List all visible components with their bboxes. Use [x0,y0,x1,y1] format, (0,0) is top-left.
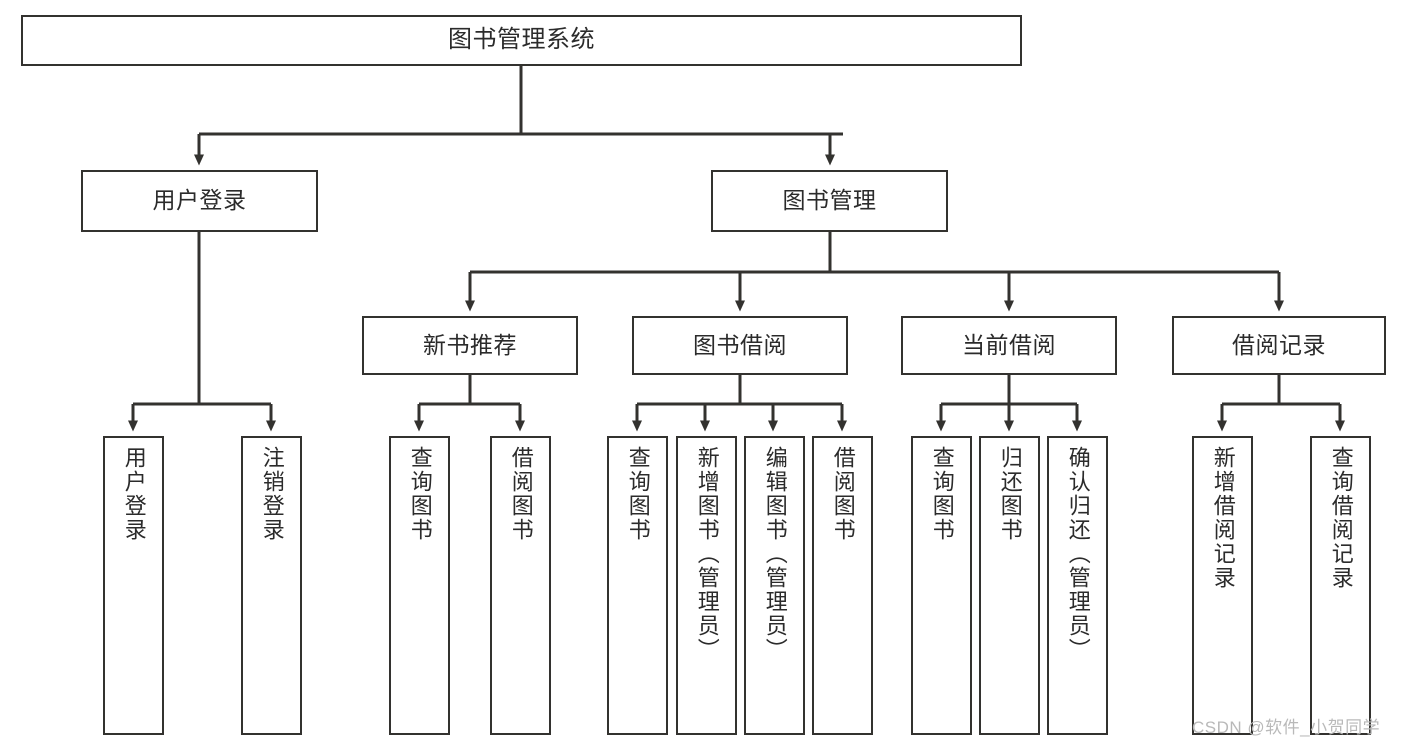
node-leaf-query-borrow-record[interactable]: 查询借阅记录 [1310,436,1371,735]
node-leaf-query-book-rec[interactable]: 查询图书 [389,436,450,735]
node-root-book-management-system[interactable]: 图书管理系统 [21,15,1022,66]
node-label: 借阅图书 [508,446,534,542]
node-label: 新书推荐 [423,331,517,358]
node-label: 编辑图书（管理员） [762,446,788,662]
node-label: 查询图书 [625,446,651,542]
node-borrowing-record[interactable]: 借阅记录 [1172,316,1386,375]
node-leaf-return-book[interactable]: 归还图书 [979,436,1040,735]
node-book-borrowing[interactable]: 图书借阅 [632,316,848,375]
node-leaf-borrow-book-rec[interactable]: 借阅图书 [490,436,551,735]
node-label: 查询图书 [929,446,955,542]
node-label: 归还图书 [997,446,1023,542]
node-leaf-confirm-return-admin[interactable]: 确认归还（管理员） [1047,436,1108,735]
node-leaf-query-book-borrow[interactable]: 查询图书 [607,436,668,735]
node-label: 注销登录 [259,446,285,542]
node-leaf-query-book-current[interactable]: 查询图书 [911,436,972,735]
node-label: 图书借阅 [693,331,787,358]
node-new-book-recommendation[interactable]: 新书推荐 [362,316,578,375]
node-label: 查询图书 [407,446,433,542]
node-label: 确认归还（管理员） [1065,446,1091,662]
node-label: 用户登录 [121,446,147,542]
node-leaf-logout[interactable]: 注销登录 [241,436,302,735]
node-leaf-add-borrow-record[interactable]: 新增借阅记录 [1192,436,1253,735]
node-leaf-borrow-book[interactable]: 借阅图书 [812,436,873,735]
node-book-management[interactable]: 图书管理 [711,170,948,232]
node-label: 用户登录 [152,187,247,214]
node-label: 借阅记录 [1232,331,1326,358]
node-user-login[interactable]: 用户登录 [81,170,318,232]
node-label: 借阅图书 [830,446,856,542]
node-current-borrowing[interactable]: 当前借阅 [901,316,1117,375]
node-label: 图书管理系统 [448,26,595,54]
node-label: 新增图书（管理员） [694,446,720,662]
node-label: 图书管理 [782,187,877,214]
node-label: 查询借阅记录 [1328,446,1354,590]
node-label: 新增借阅记录 [1210,446,1236,590]
csdn-watermark: CSDN @软件_小贺同学 [1192,718,1381,737]
node-leaf-user-login[interactable]: 用户登录 [103,436,164,735]
node-leaf-edit-book-admin[interactable]: 编辑图书（管理员） [744,436,805,735]
node-label: 当前借阅 [962,331,1056,358]
node-leaf-add-book-admin[interactable]: 新增图书（管理员） [676,436,737,735]
